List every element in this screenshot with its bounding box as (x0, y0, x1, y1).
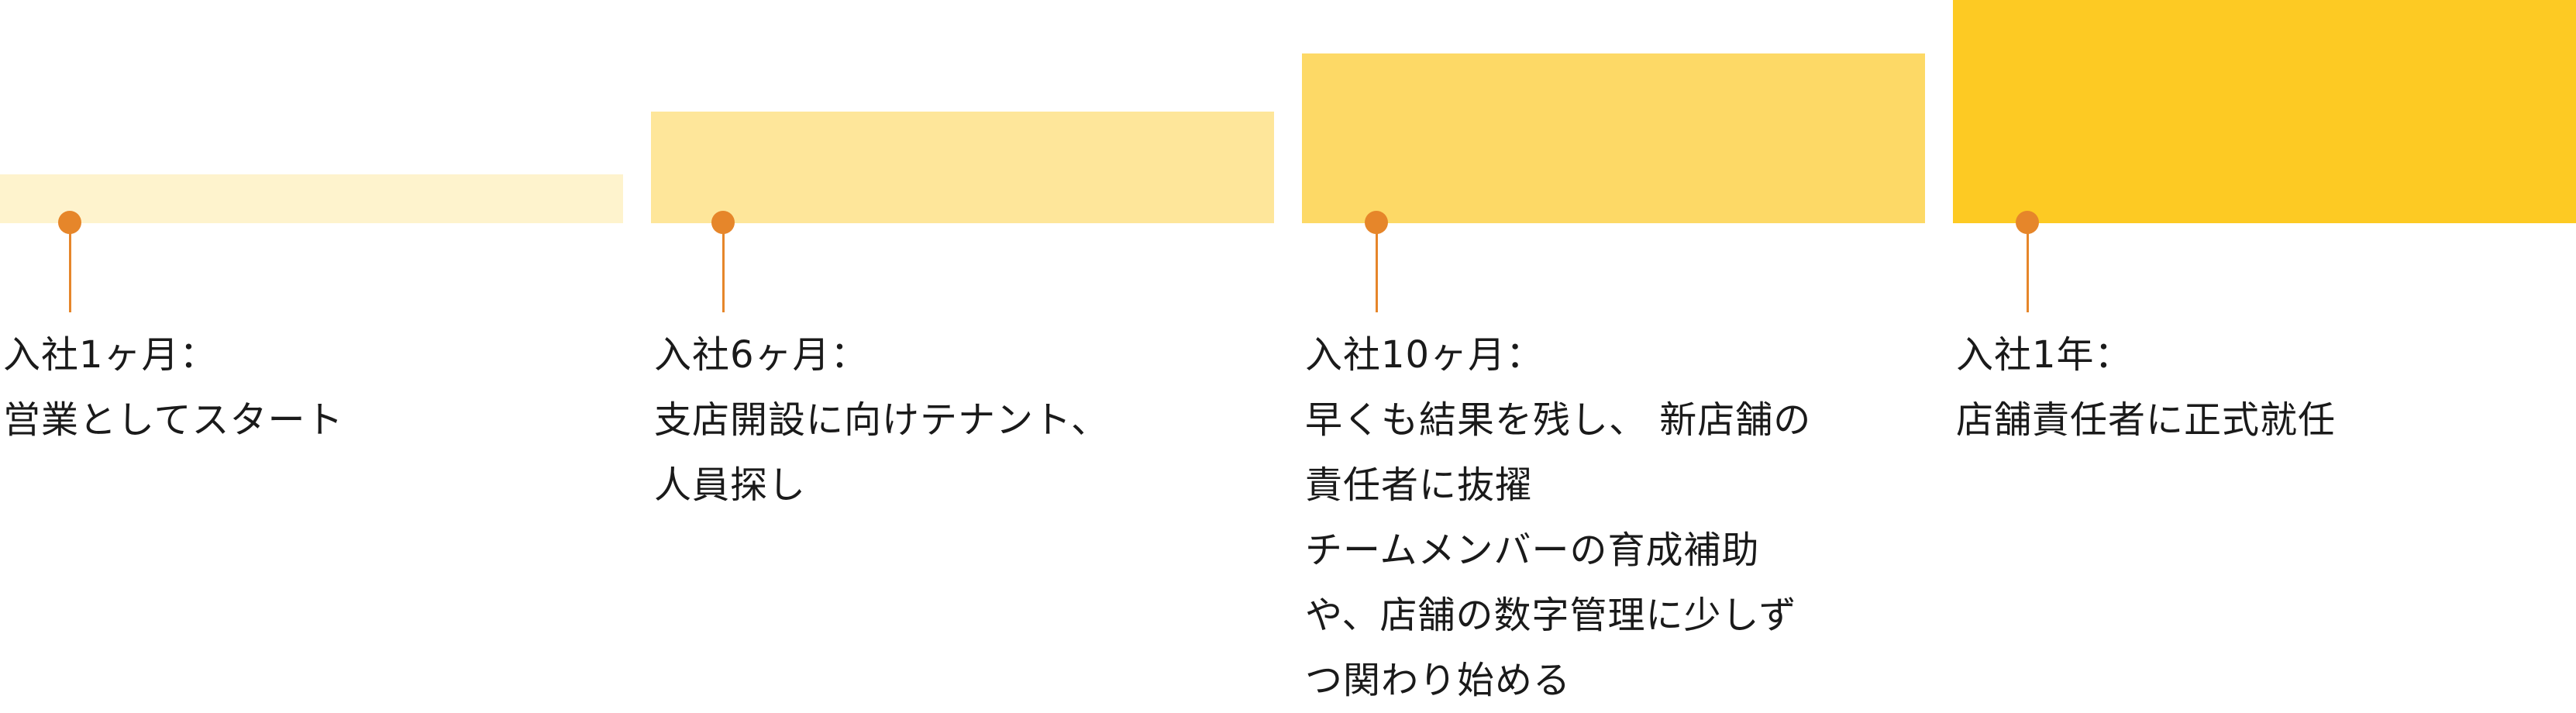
progress-bar-level-4 (1953, 0, 2576, 223)
milestone-label: 入社10ヶ月： (1305, 333, 1545, 377)
milestone-dot-icon (2016, 211, 2039, 234)
progress-bar-level-3 (1302, 53, 1925, 223)
milestone-dot-icon (58, 211, 81, 234)
milestone-text: 入社1年： 店舗責任者に正式就任 (1956, 322, 2336, 453)
milestone-connector-line (2027, 232, 2029, 312)
milestone-description-line: 早くも結果を残し、 新店舗の (1305, 398, 1812, 442)
milestone-description-line: 責任者に抜擢 (1305, 463, 1534, 507)
milestone-1-year: 入社1年： 店舗責任者に正式就任 (1953, 0, 2576, 709)
progress-bar-level-2 (651, 112, 1274, 223)
milestone-description-line: や、店舗の数字管理に少しず (1305, 594, 1797, 637)
milestone-label: 入社1年： (1956, 333, 2133, 377)
milestone-text: 入社10ヶ月： 早くも結果を残し、 新店舗の 責任者に抜擢 チームメンバーの育成… (1305, 322, 1811, 713)
milestone-connector-line (69, 232, 71, 312)
milestone-description-line: 人員探し (654, 463, 807, 507)
milestone-text: 入社6ヶ月： 支店開設に向けテナント、 人員探し (654, 322, 1109, 518)
milestone-connector-line (1376, 232, 1378, 312)
milestone-dot-icon (711, 211, 735, 234)
milestone-label: 入社1ヶ月： (3, 333, 218, 377)
milestone-text: 入社1ヶ月： 営業としてスタート (3, 322, 344, 453)
milestone-description-line: チームメンバーの育成補助 (1305, 529, 1760, 572)
milestone-label: 入社6ヶ月： (654, 333, 869, 377)
milestone-10-months: 入社10ヶ月： 早くも結果を残し、 新店舗の 責任者に抜擢 チームメンバーの育成… (1302, 0, 1925, 709)
milestone-1-month: 入社1ヶ月： 営業としてスタート (0, 0, 623, 709)
milestone-6-months: 入社6ヶ月： 支店開設に向けテナント、 人員探し (651, 0, 1274, 709)
progress-bar-level-1 (0, 174, 623, 223)
milestone-connector-line (722, 232, 725, 312)
milestone-description-line: 営業としてスタート (3, 398, 344, 442)
milestone-dot-icon (1365, 211, 1388, 234)
milestone-description-line: 店舗責任者に正式就任 (1956, 398, 2337, 442)
milestone-description-line: つ関わり始める (1305, 659, 1572, 702)
milestone-description-line: 支店開設に向けテナント、 (654, 398, 1110, 442)
